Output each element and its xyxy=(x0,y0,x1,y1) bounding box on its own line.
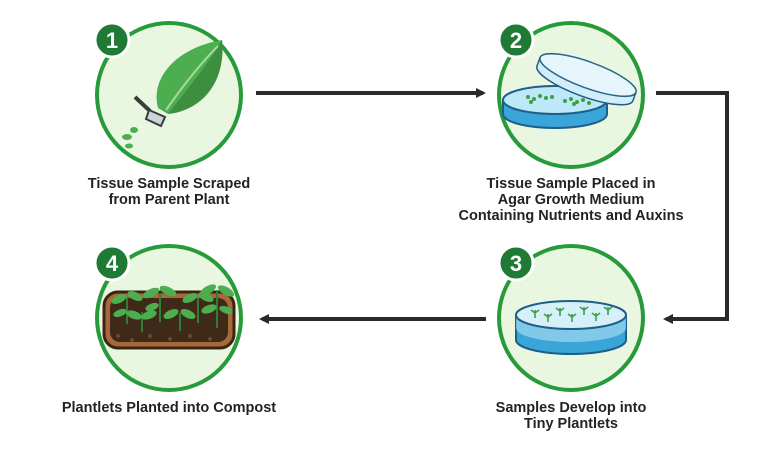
step-1-caption: Tissue Sample Scraped from Parent Plant xyxy=(69,176,269,208)
arrow-2-to-3 xyxy=(656,91,729,324)
step-2-caption-line: Tissue Sample Placed in xyxy=(486,176,656,192)
step-4-badge xyxy=(93,244,131,282)
step-2-caption-line: Agar Growth Medium xyxy=(497,192,645,208)
step-1-badge xyxy=(93,21,131,59)
step-1-caption-line: Tissue Sample Scraped xyxy=(87,176,251,192)
step-2-badge xyxy=(497,21,535,59)
step-2-caption-line: Containing Nutrients and Auxins xyxy=(458,208,684,224)
petri-dish-open-icon xyxy=(502,52,637,129)
step-4-caption: Plantlets Planted into Compost xyxy=(24,400,314,416)
step-3: 3 xyxy=(497,244,645,392)
step-4: 4 xyxy=(93,244,243,392)
step-1-caption-line: from Parent Plant xyxy=(108,192,230,208)
compost-tray-seedlings-icon xyxy=(102,284,236,350)
step-3-number: 3 xyxy=(510,251,522,276)
step-2-number: 2 xyxy=(510,28,522,53)
step-1: 1 xyxy=(93,21,243,169)
step-1-number: 1 xyxy=(106,28,118,53)
step-3-badge xyxy=(497,244,535,282)
step-4-caption-line: Plantlets Planted into Compost xyxy=(61,400,277,416)
step-4-number: 4 xyxy=(106,251,119,276)
step-2-caption: Tissue Sample Placed in Agar Growth Medi… xyxy=(421,176,721,224)
step-3-caption: Samples Develop into Tiny Plantlets xyxy=(451,400,691,432)
step-2: 2 xyxy=(497,21,645,169)
petri-dish-plantlets-icon xyxy=(515,300,627,355)
step-3-caption-line: Samples Develop into xyxy=(495,400,647,416)
step-3-caption-line: Tiny Plantlets xyxy=(523,416,618,432)
leaf-scraper-icon xyxy=(122,40,223,149)
